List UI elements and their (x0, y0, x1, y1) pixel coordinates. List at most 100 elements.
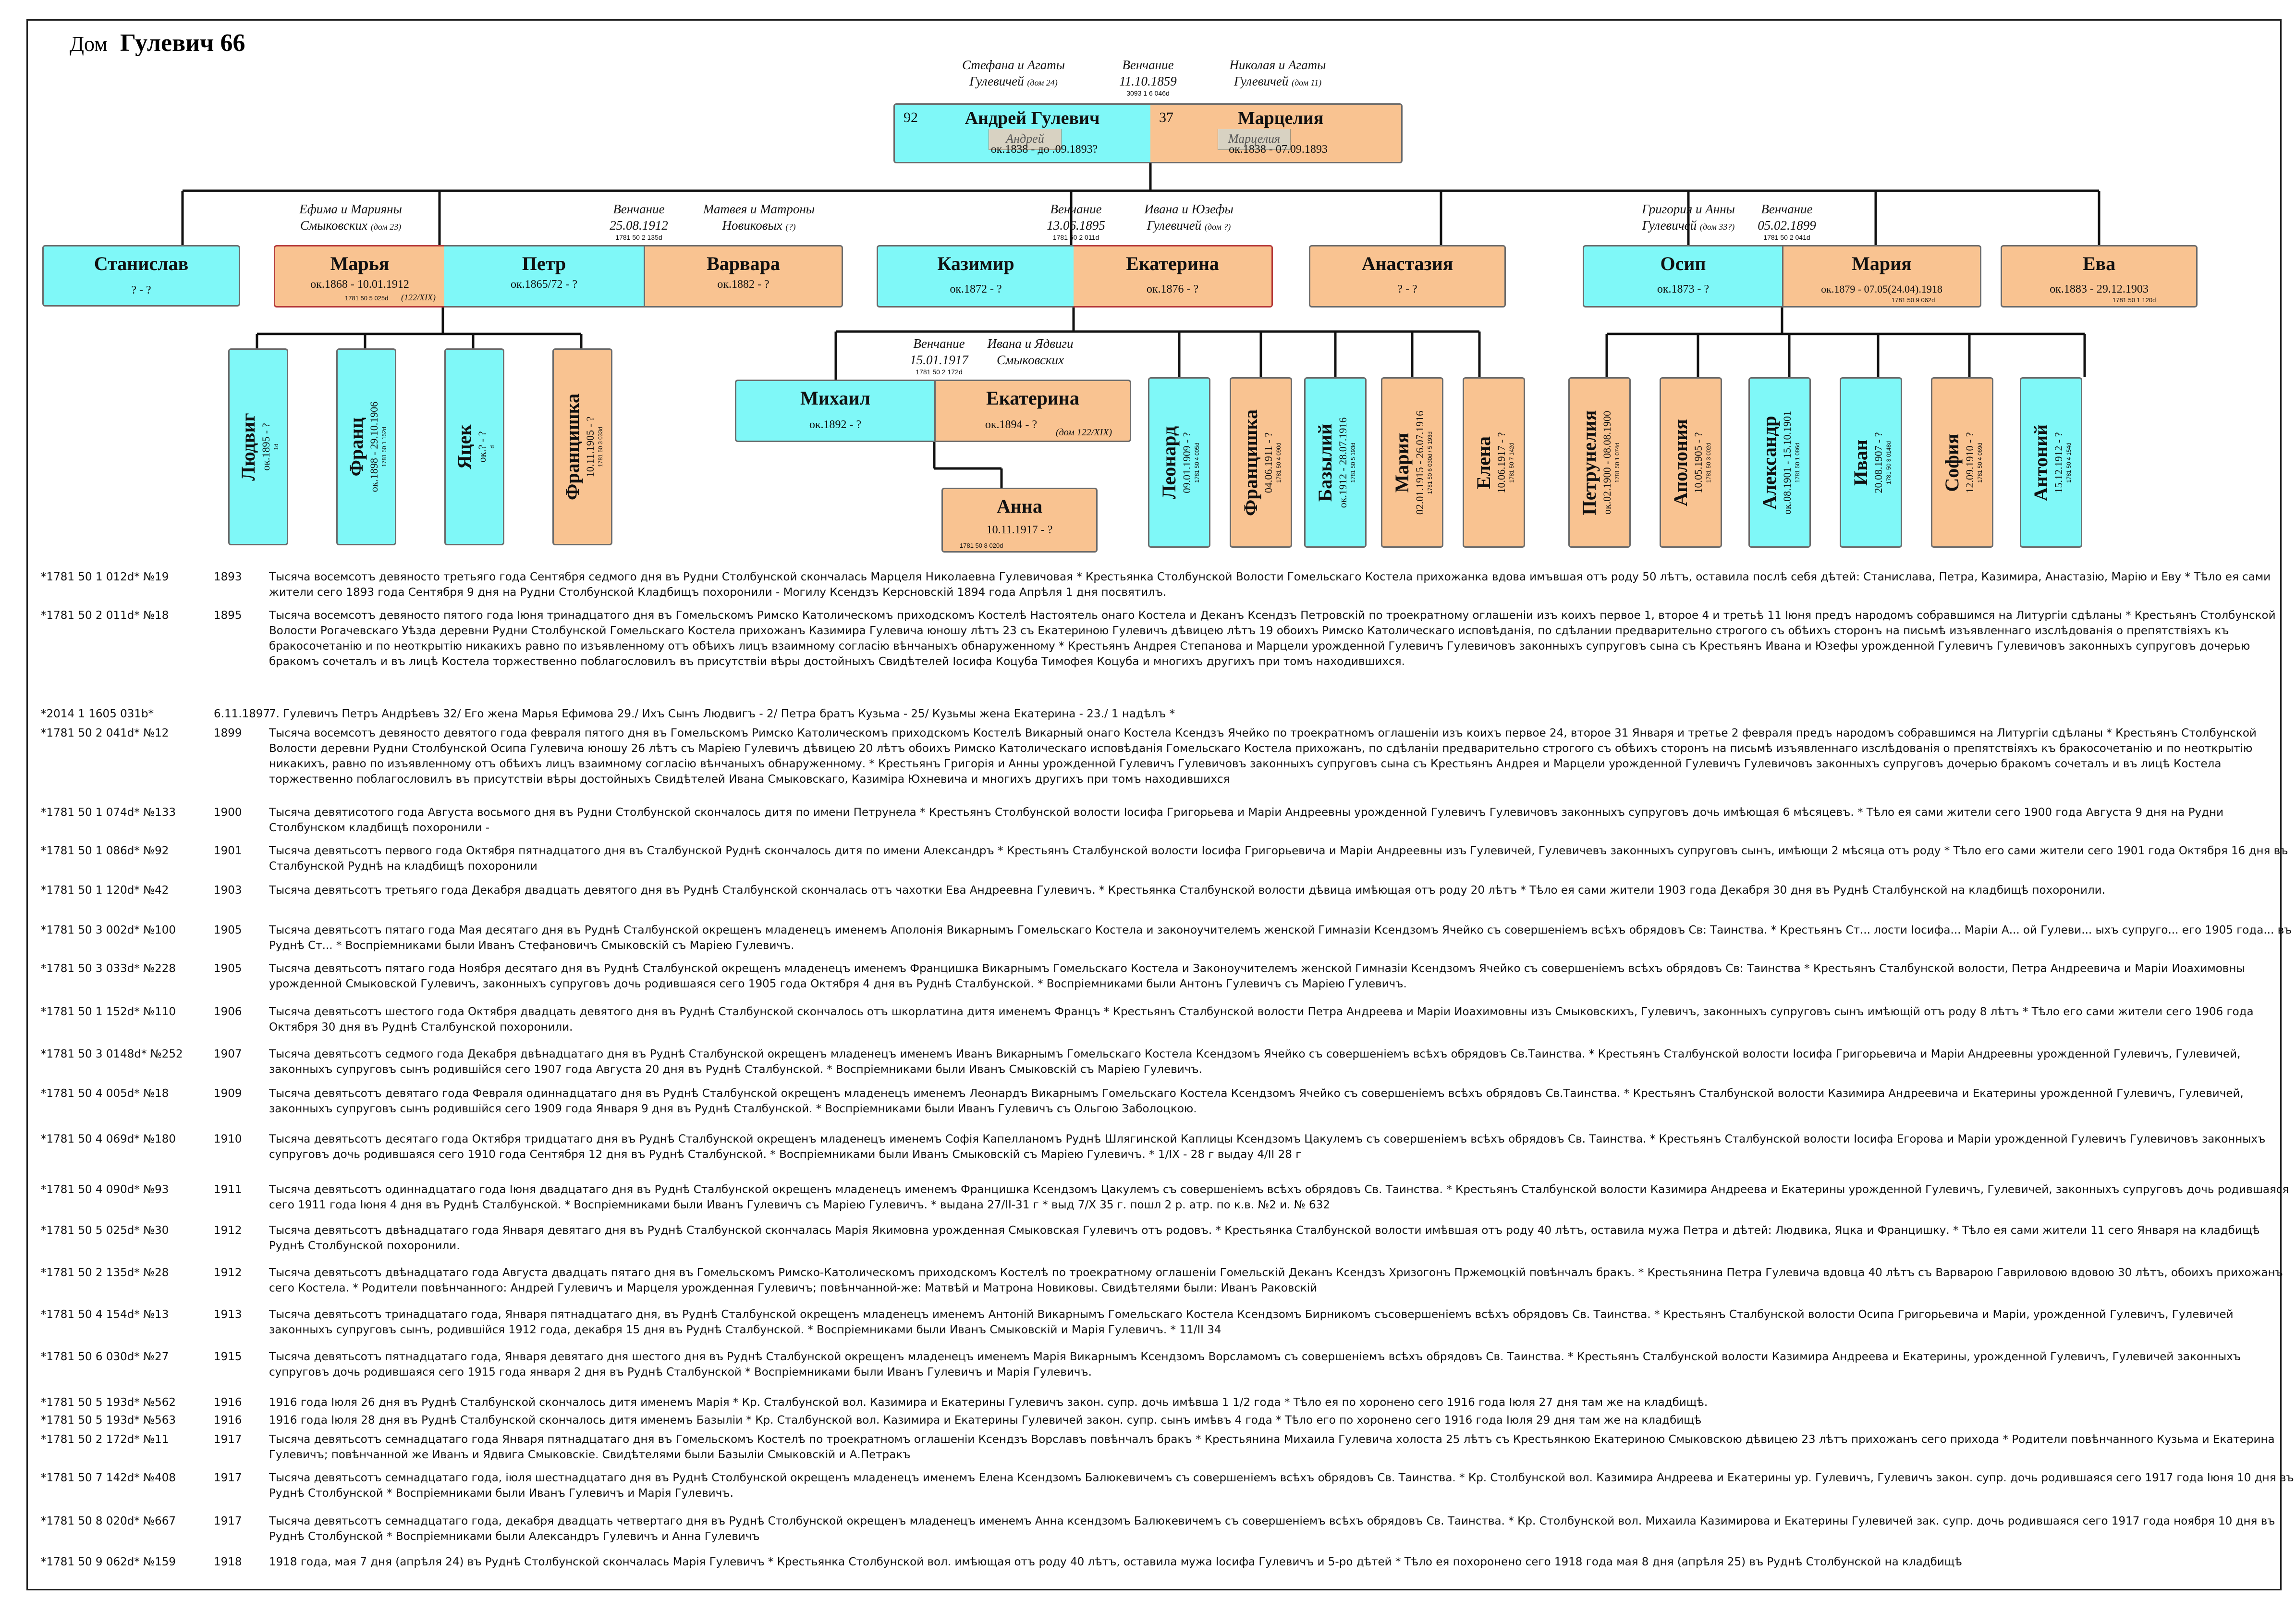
note-text: Николая и Агаты (1229, 58, 1326, 72)
note-text: Гулевичей (1233, 74, 1289, 88)
record-ref: 1781 50 3 0148d (1885, 441, 1892, 484)
person-dates: ок.02.1900 - 08.08.1900 (1601, 410, 1613, 515)
person-petr[interactable]: Петр ок.1865/72 - ? (444, 245, 644, 308)
person-maria[interactable]: Мария ок.1879 - 07.05(24.04).1918 1781 5… (1782, 245, 1981, 308)
record-text: Тысяча девятьсотъ первого года Октября п… (269, 845, 2288, 873)
person-osip[interactable]: Осип ок.1873 - ? (1583, 245, 1782, 308)
person-name: Елена (1473, 436, 1494, 489)
note-ref: 1781 50 2 011d (1052, 234, 1099, 241)
person-anastasia[interactable]: Анастазия ? - ? (1309, 245, 1506, 308)
person-varvara[interactable]: Варвара ок.1882 - ? (644, 245, 843, 308)
record-ref: *1781 50 3 002d* №100 (41, 924, 176, 936)
note-text: Ивана и Юзефы (1144, 202, 1233, 216)
note-text: 15.01.1917 (910, 353, 968, 367)
note-text: (дом 24) (1027, 78, 1058, 87)
note-text: (дом ?) (1204, 222, 1231, 232)
record-ref: *1781 50 3 033d* №228 (41, 962, 176, 975)
record-ref: *1781 50 4 154d* №13 (41, 1308, 169, 1321)
record-year: 1912 (214, 1224, 242, 1237)
person-kazimir[interactable]: Казимир ок.1872 - ? (877, 245, 1074, 308)
record-text: 1916 года Iюля 26 дня въ Руднѣ Сталбунск… (269, 1396, 1708, 1409)
note-text: (?) (785, 222, 796, 232)
record-year: 1899 (214, 727, 242, 739)
title-name: Гулевич 66 (120, 29, 245, 57)
note-text: 05.02.1899 (1758, 218, 1816, 233)
person-dates: ок.1872 - ? (950, 283, 1002, 295)
person-name: Петр (522, 253, 566, 274)
person-dates: ок.1838 - 07.09.1893 (1229, 143, 1328, 156)
person-dates: ок.? - ? (476, 431, 488, 463)
person-marya[interactable]: Марья ок.1868 - 10.01.1912 1781 50 5 025… (274, 245, 444, 308)
record-ref: *1781 50 4 005d* №18 (41, 1087, 169, 1100)
person-dates: 10.05.1905 - ? (1692, 431, 1704, 493)
person-name: Анна (997, 495, 1042, 517)
record-text: Тысяча девятьсотъ двѣнадцатаго года Авгу… (269, 1267, 2283, 1294)
note-text: Григория и Анны (1642, 202, 1735, 216)
person-andrey[interactable]: 92 Андрей Гулевич Андрей ок.1838 - до .0… (893, 103, 1150, 163)
record-ref: 1781 50 7 142d (1508, 442, 1515, 483)
record-text: Тысяча девятьсотъ пятнадцатаго года, Янв… (269, 1351, 2241, 1378)
person-name: Францишка (561, 394, 583, 500)
signature-image: Андрей (989, 129, 1062, 150)
record-ref: *1781 50 1 086d* №92 (41, 845, 169, 857)
record-text: Тысяча девятьсотъ пятаго года Ноября дес… (269, 962, 2245, 990)
record-year: 1917 (214, 1515, 242, 1527)
note-text: Венчание (913, 336, 965, 351)
person-dates: ок.1912 - 28.07.1916 (1337, 417, 1349, 508)
record-text: 1918 года, мая 7 дня (апрѣля 24) въ Рудн… (269, 1556, 1962, 1568)
person-name: Петрунелия (1578, 410, 1600, 515)
person-dates: 10.11.1905 - ? (584, 416, 596, 478)
record-ref: 1781 50 1 152d (380, 427, 388, 467)
person-name: Базылий (1314, 423, 1336, 502)
person-dates: 20.08.1907 - ? (1872, 431, 1884, 493)
person-stanislav[interactable]: Станислав ? - ? (42, 245, 240, 307)
note-ref: 1781 50 2 041d (1763, 234, 1810, 241)
person-dates: ок.1838 - до .09.1893? (990, 143, 1098, 156)
record-ref: *1781 50 2 041d* №12 (41, 727, 169, 739)
person-dates: 09.01.1909 - ? (1181, 431, 1193, 493)
record-ref: *1781 50 4 090d* №93 (41, 1183, 169, 1196)
outer-frame (26, 19, 2282, 1590)
person-eva[interactable]: Ева ок.1883 - 29.12.1903 1781 50 1 120d (2001, 245, 2198, 308)
person-marcelia[interactable]: 37 Марцелия Марцелия ок.1838 - 07.09.189… (1150, 103, 1403, 163)
record-year: 1906 (214, 1006, 242, 1018)
person-name: Мария (1391, 432, 1413, 492)
person-mikhail[interactable]: Михаил ок.1892 - ? (735, 380, 934, 442)
person-ekaterina[interactable]: Екатерина ок.1876 - ? (1074, 245, 1273, 308)
record-ref: 1d (272, 443, 280, 450)
person-anna[interactable]: Анна 10.11.1917 - ? 1781 50 8 020d (941, 488, 1098, 553)
person-ekaterina-smykovska[interactable]: Екатерина ок.1894 - ? (дом 122/XIX) (934, 380, 1131, 442)
person-name: Осип (1660, 253, 1706, 274)
person-name: Антоний (2030, 424, 2052, 501)
person-dates: 10.06.1917 - ? (1495, 431, 1507, 493)
record-year: 1911 (214, 1183, 242, 1196)
record-ref: 1781 50 1 120d (2113, 296, 2156, 304)
record-text: Тысяча девятьсотъ пятаго года Мая десята… (269, 924, 2292, 952)
note-ref: 1781 50 2 172d (916, 368, 963, 376)
person-dates: ок.1873 - ? (1657, 283, 1710, 295)
record-ref: 1781 50 6 030d / 5 193d (1427, 431, 1433, 494)
person-dates: ок.08.1901 - 15.10.1901 (1781, 410, 1793, 515)
